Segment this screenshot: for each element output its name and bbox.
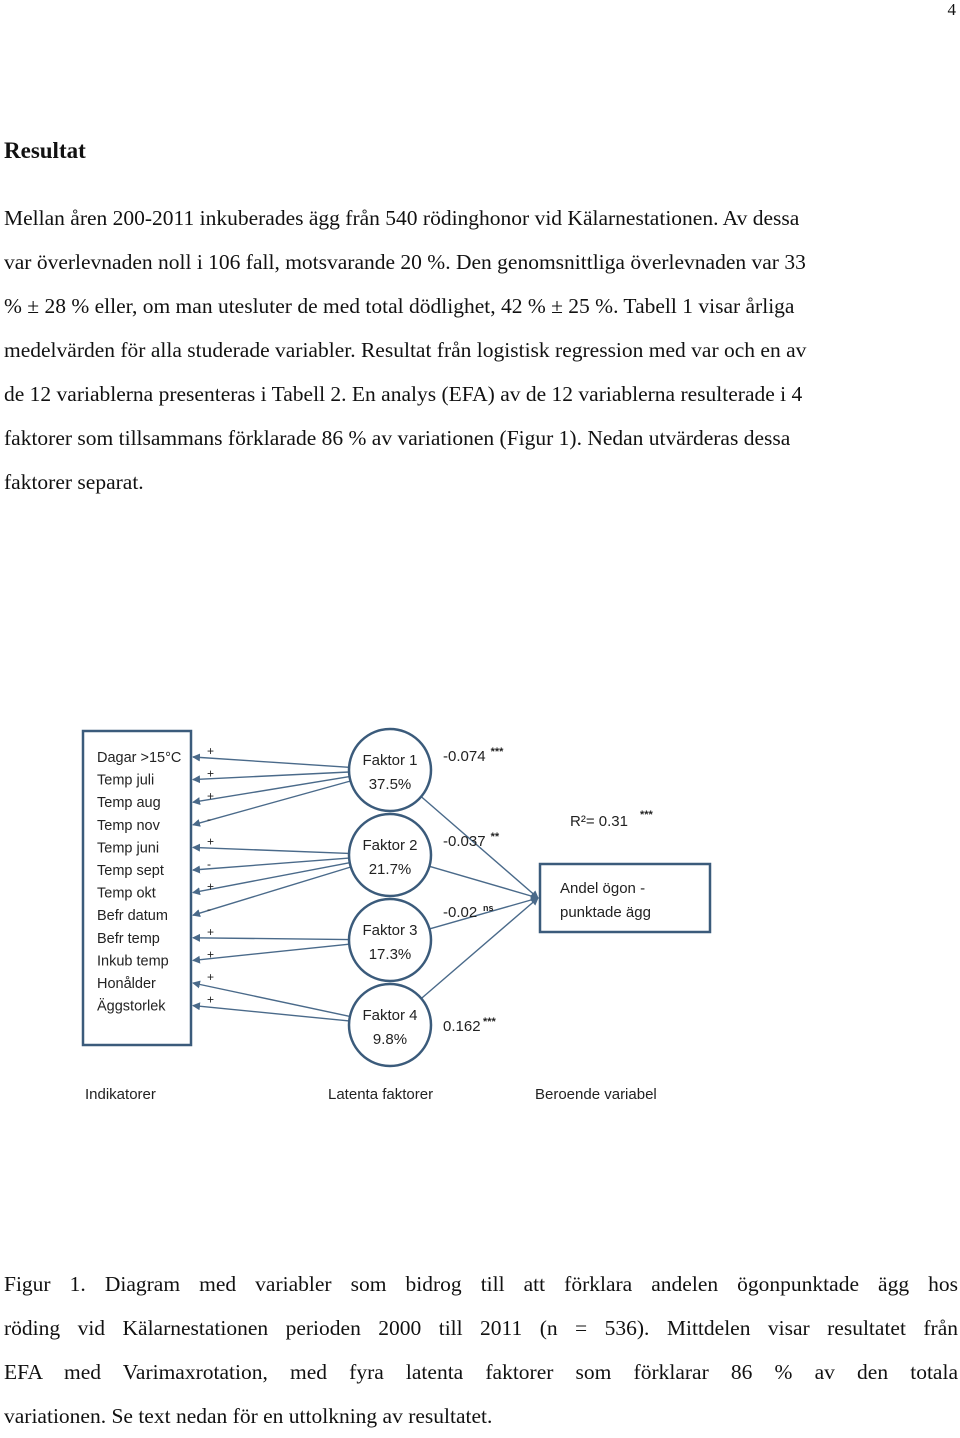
- body-line: Mellan åren 200-2011 inkuberades ägg frå…: [4, 206, 800, 230]
- path-coefficient: -0.074: [443, 748, 486, 765]
- dependent-label-1: Andel ögon -: [560, 880, 645, 897]
- caption-line: röding vid Kälarnestationen perioden 200…: [4, 1316, 958, 1340]
- body-line: faktorer separat.: [4, 470, 144, 494]
- loading-sign: +: [207, 970, 214, 984]
- path-coefficient: -0.037: [443, 833, 486, 850]
- indicator-label: Dagar >15°C: [97, 750, 181, 766]
- loading-arrow: [192, 780, 351, 827]
- section-label-factors: Latenta faktorer: [328, 1086, 433, 1103]
- coefficient-significance: ***: [491, 746, 505, 758]
- caption-line: Figur 1. Diagram med variabler som bidro…: [4, 1272, 958, 1296]
- indicator-label: Äggstorlek: [97, 998, 166, 1015]
- factor-name: Faktor 4: [362, 1007, 417, 1024]
- indicator-label: Temp nov: [97, 818, 161, 834]
- dependent-box: [538, 862, 712, 934]
- loading-arrow: [192, 933, 350, 942]
- indicator-label: Temp sept: [97, 863, 164, 879]
- body-paragraph: Mellan åren 200-2011 inkuberades ägg frå…: [4, 196, 956, 504]
- path-arrow: [420, 796, 539, 899]
- loading-sign: +: [207, 834, 214, 848]
- loading-arrow: [192, 775, 350, 806]
- factor-name: Faktor 2: [362, 837, 417, 854]
- coefficient-significance: ns: [483, 903, 494, 913]
- loading-arrow: [192, 753, 350, 768]
- indicator-box: [81, 729, 193, 1047]
- indicator-label: Temp juni: [97, 840, 159, 856]
- indicator-label: Befr datum: [97, 908, 168, 924]
- loading-arrow: [192, 866, 351, 917]
- factor-name: Faktor 1: [362, 752, 417, 769]
- dependent-label-2: punktade ägg: [560, 904, 651, 921]
- loading-sign: +: [207, 993, 214, 1007]
- factor-circle: [347, 812, 433, 898]
- caption-line: variationen. Se text nedan för en uttolk…: [4, 1404, 493, 1428]
- loading-sign: -: [207, 857, 211, 871]
- body-line: faktorer som tillsammans förklarade 86 %…: [4, 426, 791, 450]
- path-lines: [192, 753, 539, 1022]
- loading-arrow: [192, 857, 350, 874]
- indicator-label: Temp okt: [97, 886, 156, 902]
- loading-arrow: [192, 1002, 350, 1022]
- r-squared-significance: ***: [640, 809, 654, 821]
- loading-sign: -: [207, 812, 211, 826]
- coefficient-significance: **: [491, 831, 500, 843]
- page-number: 4: [947, 0, 957, 19]
- body-line: de 12 variablerna presenteras i Tabell 2…: [4, 382, 803, 406]
- loading-sign: +: [207, 947, 214, 961]
- figure-caption: Figur 1. Diagram med variabler som bidro…: [4, 1262, 958, 1438]
- caption-line: EFA med Varimaxrotation, med fyra latent…: [4, 1360, 958, 1384]
- factor-name: Faktor 3: [362, 922, 417, 939]
- path-coefficient: -0.02: [443, 904, 477, 921]
- indicator-label: Temp aug: [97, 795, 161, 811]
- section-label-dependent: Beroende variabel: [535, 1086, 657, 1103]
- factor-circle: [347, 897, 433, 983]
- loading-sign: -: [207, 902, 211, 916]
- path-arrow: [420, 897, 539, 1000]
- body-line: var överlevnaden noll i 106 fall, motsva…: [4, 250, 806, 274]
- body-line: medelvärden för alla studerade variabler…: [4, 338, 807, 362]
- indicator-label: Inkub temp: [97, 953, 169, 969]
- indicator-label: Honålder: [97, 976, 156, 992]
- indicator-label: Befr temp: [97, 931, 160, 947]
- factor-variance: 17.3%: [369, 946, 412, 963]
- loading-signs: + + + - + - + - + + + +: [207, 744, 214, 1007]
- path-arrow: [429, 896, 539, 930]
- loading-arrow: [192, 980, 351, 1018]
- factor-variance: 9.8%: [373, 1031, 407, 1048]
- indicator-label: Temp juli: [97, 773, 154, 789]
- body-line: % ± 28 % eller, om man utesluter de med …: [4, 294, 795, 318]
- loading-arrow: [192, 843, 350, 855]
- section-heading: Resultat: [4, 138, 86, 163]
- loading-arrow: [192, 943, 350, 964]
- loading-sign: +: [207, 925, 214, 939]
- loading-sign: +: [207, 880, 214, 894]
- path-coefficient: 0.162: [443, 1018, 481, 1035]
- loading-sign: +: [207, 767, 214, 781]
- path-arrow: [429, 865, 539, 900]
- factor-variance: 37.5%: [369, 776, 412, 793]
- coefficient-significance: ***: [483, 1016, 497, 1028]
- loading-arrow: [192, 861, 350, 896]
- r-squared: R²= 0.31: [570, 813, 628, 830]
- factor-nodes: Faktor 1 37.5% Faktor 2 21.7% Faktor 3 17.3% F…: [347, 727, 433, 1068]
- section-label-indicators: Indikatorer: [85, 1086, 156, 1103]
- factor-circle: [347, 727, 433, 813]
- loading-arrow: [192, 771, 350, 784]
- factor-circle: [347, 982, 433, 1068]
- loading-sign: +: [207, 789, 214, 803]
- factor-variance: 21.7%: [369, 861, 412, 878]
- loading-sign: +: [207, 744, 214, 758]
